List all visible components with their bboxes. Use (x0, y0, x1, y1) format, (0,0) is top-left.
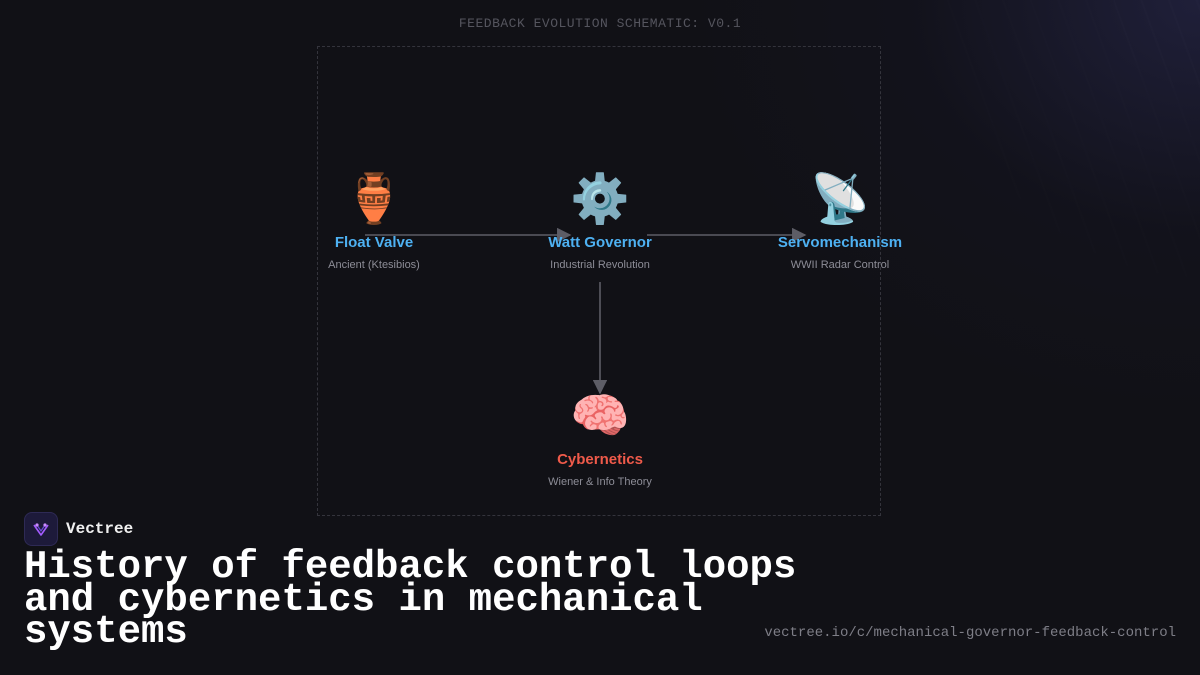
node-name: Cybernetics (557, 451, 643, 468)
gear-icon: ⚙️ (570, 173, 630, 226)
node-name: Float Valve (334, 234, 414, 251)
vectree-logo-icon (24, 512, 58, 546)
amphora-icon: 🏺 (344, 173, 404, 226)
schematic-frame (317, 46, 881, 516)
node-watt-governor: ⚙️ Watt Governor Industrial Revolution (500, 172, 700, 271)
brand-name: Vectree (66, 520, 134, 538)
node-name: Watt Governor (548, 234, 652, 251)
node-float-valve: 🏺 Float Valve Ancient (Ktesibios) (274, 172, 474, 271)
brain-icon: 🧠 (570, 390, 630, 443)
schematic-title: FEEDBACK EVOLUTION SCHEMATIC: V0.1 (458, 16, 742, 31)
satellite-dish-icon: 📡 (810, 173, 870, 226)
node-name: Servomechanism (777, 234, 903, 251)
node-servomechanism: 📡 Servomechanism WWII Radar Control (740, 172, 940, 271)
node-subtitle: WWII Radar Control (790, 259, 890, 271)
page-url[interactable]: vectree.io/c/mechanical-governor-feedbac… (764, 625, 1176, 641)
node-subtitle: Wiener & Info Theory (548, 476, 652, 488)
page-title: History of feedback control loops and cy… (24, 545, 797, 654)
node-subtitle: Ancient (Ktesibios) (328, 259, 420, 271)
node-subtitle: Industrial Revolution (550, 259, 650, 271)
brand[interactable]: Vectree (24, 512, 133, 546)
node-cybernetics: 🧠 Cybernetics Wiener & Info Theory (500, 389, 700, 488)
